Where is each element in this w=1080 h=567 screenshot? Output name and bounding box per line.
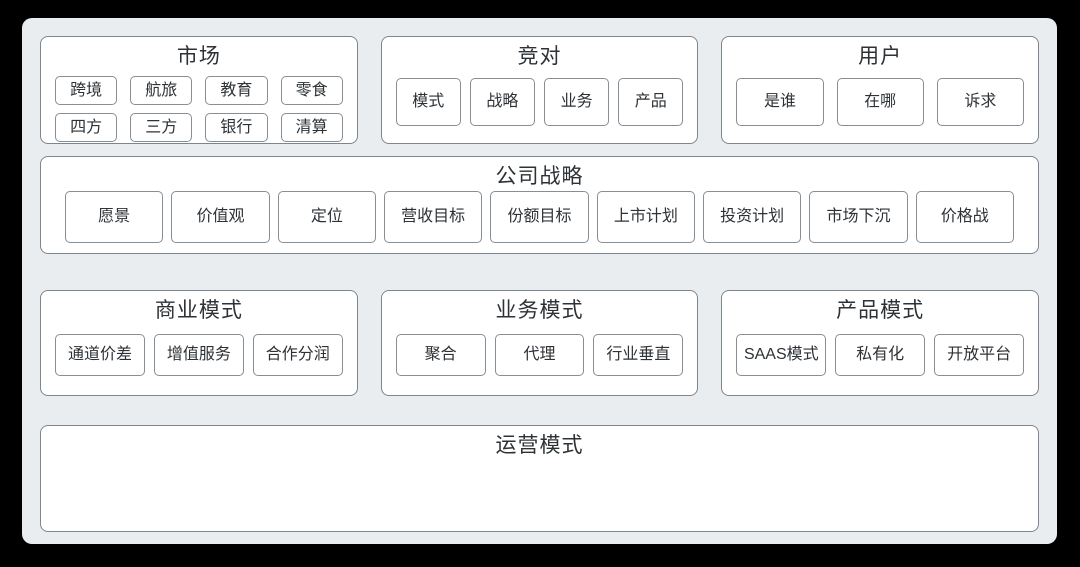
service-model-chips: 聚合代理行业垂直 — [382, 324, 698, 395]
business-model-chip: 合作分润 — [252, 333, 343, 376]
product-model-chips: SAAS模式私有化开放平台 — [722, 324, 1038, 395]
market-chip: 三方 — [130, 113, 193, 142]
row-strategy: 公司战略 愿景价值观定位营收目标份额目标上市计划投资计划市场下沉价格战 — [40, 156, 1039, 254]
section-product-model-title: 产品模式 — [836, 299, 925, 322]
section-business-model: 商业模式 通道价差增值服务合作分润 — [40, 290, 358, 396]
user-chip: 诉求 — [936, 77, 1024, 126]
business-model-chip: 通道价差 — [55, 333, 145, 376]
section-company-strategy: 公司战略 愿景价值观定位营收目标份额目标上市计划投资计划市场下沉价格战 — [40, 156, 1039, 254]
market-chip: 四方 — [55, 113, 118, 142]
operations-model-body — [41, 459, 1038, 531]
competitor-chip: 战略 — [469, 77, 536, 126]
strategy-chip: 上市计划 — [596, 190, 695, 243]
user-chip: 是谁 — [736, 77, 824, 126]
market-chip: 航旅 — [130, 76, 193, 105]
section-market: 市场 跨境航旅教育零食四方三方银行清算 — [40, 36, 358, 144]
diagram-panel: 市场 跨境航旅教育零食四方三方银行清算 竞对 模式战略业务产品 用户 是谁在哪诉… — [22, 18, 1057, 544]
section-operations-model: 运营模式 — [40, 425, 1039, 532]
market-chip: 教育 — [205, 76, 268, 105]
strategy-chip: 营收目标 — [384, 190, 483, 243]
competitor-chip: 产品 — [618, 77, 684, 126]
row-operations: 运营模式 — [40, 425, 1039, 532]
service-model-chip: 聚合 — [395, 333, 486, 376]
row-models: 商业模式 通道价差增值服务合作分润 业务模式 聚合代理行业垂直 产品模式 SAA… — [40, 290, 1040, 396]
product-model-chip: 私有化 — [835, 333, 926, 376]
market-chip: 跨境 — [55, 76, 118, 105]
strategy-chip: 投资计划 — [702, 190, 802, 243]
product-model-chip: SAAS模式 — [736, 333, 827, 376]
section-competitors: 竞对 模式战略业务产品 — [380, 36, 699, 144]
section-users-title: 用户 — [858, 45, 903, 68]
section-operations-model-title: 运营模式 — [495, 434, 584, 457]
service-model-chip: 代理 — [494, 333, 585, 376]
section-company-strategy-title: 公司战略 — [495, 165, 584, 188]
strategy-chip: 份额目标 — [490, 190, 589, 243]
section-users: 用户 是谁在哪诉求 — [721, 36, 1040, 144]
section-market-title: 市场 — [176, 45, 221, 68]
service-model-chip: 行业垂直 — [593, 333, 684, 376]
user-chip: 在哪 — [836, 77, 924, 126]
strategy-chip: 价值观 — [171, 190, 270, 243]
strategy-chip: 市场下沉 — [809, 190, 908, 243]
strategy-chip: 价格战 — [915, 190, 1014, 243]
market-chip: 零食 — [280, 76, 343, 105]
row-analysis: 市场 跨境航旅教育零食四方三方银行清算 竞对 模式战略业务产品 用户 是谁在哪诉… — [40, 36, 1040, 144]
business-model-chip: 增值服务 — [153, 333, 244, 376]
market-chips: 跨境航旅教育零食四方三方银行清算 — [41, 70, 357, 154]
market-chip: 银行 — [205, 113, 268, 142]
strategy-chip: 定位 — [277, 190, 376, 243]
section-business-model-title: 商业模式 — [154, 299, 243, 322]
user-chips: 是谁在哪诉求 — [722, 70, 1038, 143]
section-competitors-title: 竞对 — [517, 45, 562, 68]
competitor-chip: 模式 — [395, 77, 461, 126]
section-product-model: 产品模式 SAAS模式私有化开放平台 — [721, 290, 1040, 396]
competitor-chips: 模式战略业务产品 — [382, 70, 698, 143]
market-chip: 清算 — [280, 113, 343, 142]
section-service-model-title: 业务模式 — [495, 299, 584, 322]
section-service-model: 业务模式 聚合代理行业垂直 — [380, 290, 699, 396]
business-model-chips: 通道价差增值服务合作分润 — [41, 324, 357, 395]
competitor-chip: 业务 — [544, 77, 610, 126]
strategy-chips: 愿景价值观定位营收目标份额目标上市计划投资计划市场下沉价格战 — [41, 190, 1038, 253]
product-model-chip: 开放平台 — [934, 333, 1025, 376]
strategy-chip: 愿景 — [65, 190, 164, 243]
